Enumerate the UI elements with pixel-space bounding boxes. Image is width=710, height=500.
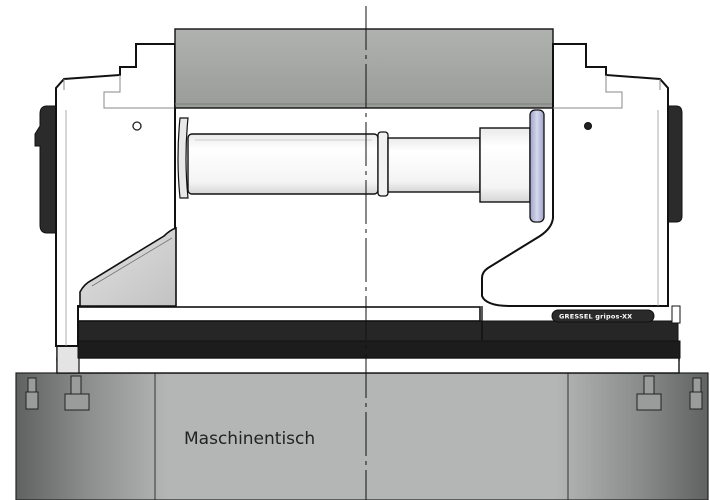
- machine-table: Maschinentisch: [15, 372, 709, 500]
- machine-table-label: Maschinentisch: [184, 429, 315, 449]
- right-jaw-bolt-hole: [584, 122, 592, 130]
- right-jaw-housing: [481, 43, 669, 307]
- top-clamp-block: [174, 28, 554, 109]
- t-slot-bolt-left-outer: [25, 377, 39, 410]
- spindle-nut: [479, 127, 531, 203]
- brand-plate: GRESSEL gripos-XX: [551, 309, 655, 323]
- vise-base: [56, 305, 681, 374]
- left-gusset: [79, 226, 177, 307]
- right-handle: [667, 105, 683, 223]
- left-jaw-bolt-hole: [132, 121, 142, 131]
- right-jaw-step-edge: [553, 75, 661, 109]
- spindle-groove: [377, 131, 389, 197]
- spindle-end-ring: [529, 109, 545, 223]
- spindle-mid-shaft: [387, 137, 481, 193]
- t-slot-bolt-right-outer: [689, 377, 703, 410]
- t-slot-bolt-left-inner: [64, 375, 90, 411]
- t-slot-bolt-right-inner: [636, 375, 662, 411]
- spindle-left-collar: [177, 117, 189, 199]
- brand-plate-text: GRESSEL gripos-XX: [559, 313, 632, 321]
- left-jaw-step-edge: [63, 75, 175, 109]
- spindle-assembly: [177, 109, 545, 223]
- spindle-left-shaft: [187, 133, 379, 195]
- left-gusset-edge: [91, 237, 173, 287]
- left-handle: [34, 105, 57, 234]
